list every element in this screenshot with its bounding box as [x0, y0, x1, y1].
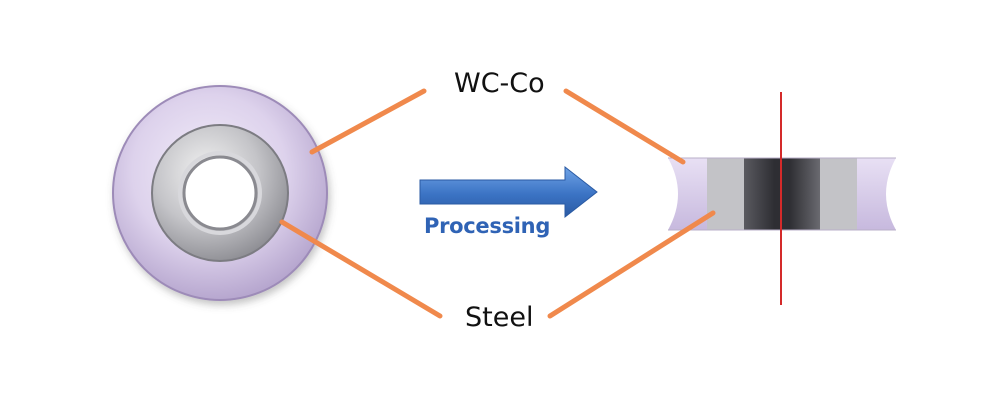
ring-top-view-icon: [112, 85, 328, 301]
right-arrow-icon: [419, 165, 598, 219]
wc-co-right-end: [857, 158, 896, 230]
leader-steel-to-cross-section: [547, 210, 716, 319]
leader-steel-to-left-ring: [279, 219, 443, 319]
steel-right-band: [820, 158, 857, 230]
ring-bore: [182, 155, 258, 231]
steel-left-band: [707, 158, 744, 230]
wc-co-left-end: [668, 158, 707, 230]
leader-wcco-to-left-ring: [309, 88, 427, 155]
steel-label: Steel: [465, 302, 534, 333]
leader-lines: [279, 88, 716, 319]
leader-wcco-to-cross-section: [563, 88, 686, 165]
processing-label: Processing: [424, 214, 551, 238]
wc-co-label: WC-Co: [454, 68, 545, 99]
